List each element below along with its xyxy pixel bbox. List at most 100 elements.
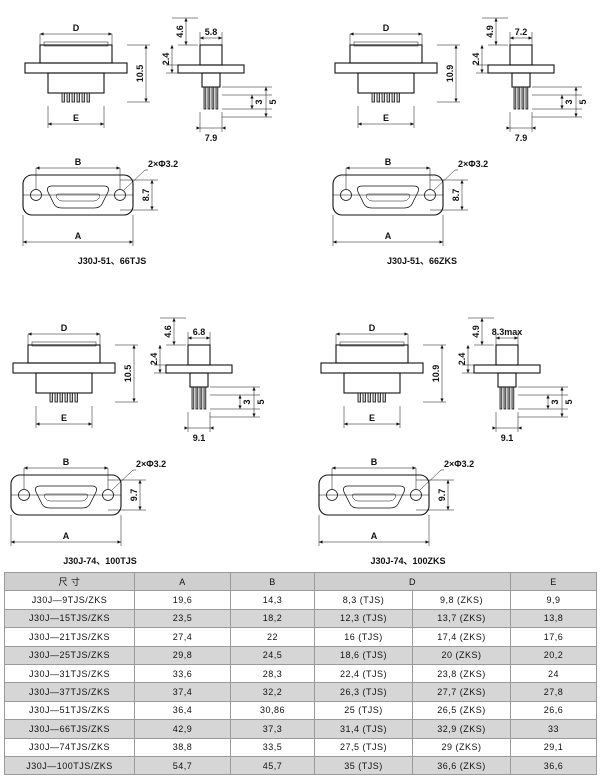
dimension-label: 2.4 <box>161 53 171 66</box>
cell-model: J30J—37TJS/ZKS <box>4 682 135 702</box>
dimension-arrow <box>446 506 450 510</box>
hole-callout: 2×Φ3.2 <box>444 459 474 469</box>
cell-model: J30J—21TJS/ZKS <box>4 627 135 647</box>
dimension-arrow <box>494 41 498 45</box>
cell-d-zks: 20 (ZKS) <box>412 645 511 665</box>
dimension-arrow <box>560 387 564 391</box>
drawing-caption: J30J-51、66ZKS <box>387 256 457 266</box>
dimension-arrow <box>410 122 414 126</box>
dimension-label: B <box>371 457 378 467</box>
dimension-arrow <box>210 426 214 430</box>
dimension-arrow <box>36 166 40 170</box>
dimension-label: 3 <box>564 99 574 104</box>
cell-d-zks: 32,9 (ZKS) <box>412 719 511 739</box>
dimension-arrow <box>574 87 578 91</box>
dimension-arrow <box>129 240 133 244</box>
cell-e: 17,6 <box>510 627 597 647</box>
dimension-arrow <box>170 45 174 49</box>
dimension-arrow <box>158 369 162 373</box>
dimension-label: 2.4 <box>149 353 159 366</box>
cell-model: J30J—51TJS/ZKS <box>4 700 135 721</box>
dimension-arrow <box>188 336 192 340</box>
dimension-arrow <box>480 69 484 73</box>
cell-b: 32,2 <box>230 682 315 702</box>
dimension-label: 10.9 <box>445 65 455 83</box>
dimension-label: 7.9 <box>515 133 528 143</box>
dimension-arrow <box>144 98 148 102</box>
dimension-label: E <box>369 413 375 423</box>
dimension-arrow <box>104 466 108 470</box>
cell-a: 42,9 <box>134 719 231 739</box>
dimension-arrow <box>206 336 210 340</box>
cell-d-zks: 17,4 (ZKS) <box>412 627 511 647</box>
dimension-label: 2.4 <box>457 353 467 366</box>
cell-d-tjs: 18,6 (TJS) <box>314 645 413 665</box>
dimension-arrow <box>36 422 40 426</box>
plan-view: BA8.72×Φ3.2 <box>332 157 488 246</box>
dimension-arrow <box>460 206 464 210</box>
dimension-label: 4.9 <box>485 25 495 38</box>
cell-model: J30J—25TJS/ZKS <box>4 645 135 665</box>
dimension-arrow <box>250 105 254 109</box>
dimension-arrow <box>172 341 176 345</box>
dimension-arrow <box>514 336 518 340</box>
dimension-arrow <box>184 18 188 22</box>
cell-e: 36,6 <box>510 755 597 776</box>
dimension-arrow <box>466 345 470 349</box>
dimension-label: 10.9 <box>431 365 441 383</box>
dimension-arrow <box>480 45 484 49</box>
cell-d-tjs: 27,5 (TJS) <box>314 737 413 757</box>
hole-callout: 2×Φ3.2 <box>458 159 488 169</box>
dimension-arrow <box>560 95 564 99</box>
dimension-label: 10.5 <box>135 65 145 83</box>
dimension-arrow <box>510 36 514 40</box>
cell-b: 24,5 <box>230 645 315 665</box>
dimension-arrow <box>396 422 400 426</box>
cell-d-zks: 36,6 (ZKS) <box>412 755 511 776</box>
dimension-arrow <box>560 413 564 417</box>
dimension-label: 4.6 <box>163 325 173 338</box>
dimension-arrow <box>446 480 450 484</box>
hole-callout: 2×Φ3.2 <box>136 459 166 469</box>
dimension-arrow <box>439 240 443 244</box>
dimension-arrow <box>344 422 348 426</box>
cell-model: J30J—66TJS/ZKS <box>4 719 135 739</box>
dimension-arrow <box>336 332 340 336</box>
header-a: A <box>134 571 231 592</box>
drawing-caption: J30J-74、100ZKS <box>370 556 445 566</box>
cell-e: 24 <box>510 663 597 684</box>
plan-view: BA9.72×Φ3.2 <box>318 457 474 546</box>
dimension-label: 5 <box>564 399 574 404</box>
cell-e: 27,8 <box>510 682 597 702</box>
cell-d-tjs: 31,4 (TJS) <box>314 719 413 739</box>
cell-d-zks: 13,7 (ZKS) <box>412 608 511 629</box>
dimension-arrow <box>28 332 32 336</box>
dimension-label: B <box>75 157 82 167</box>
cell-model: J30J—9TJS/ZKS <box>4 590 135 610</box>
dimension-arrow <box>218 36 222 40</box>
dimension-label: 7.2 <box>515 27 528 37</box>
dimension-arrow <box>96 332 100 336</box>
dimension-arrow <box>264 87 268 91</box>
dimension-arrow <box>350 32 354 36</box>
header-e: E <box>510 571 597 592</box>
dimension-label: 3 <box>550 399 560 404</box>
dimension-arrow <box>144 45 148 49</box>
dimension-label: 5 <box>578 99 588 104</box>
dimension-arrow <box>222 126 226 130</box>
cell-b: 28,3 <box>230 663 315 684</box>
header-b: B <box>230 571 315 592</box>
dimension-arrow <box>116 166 120 170</box>
header-d: D <box>314 571 511 592</box>
